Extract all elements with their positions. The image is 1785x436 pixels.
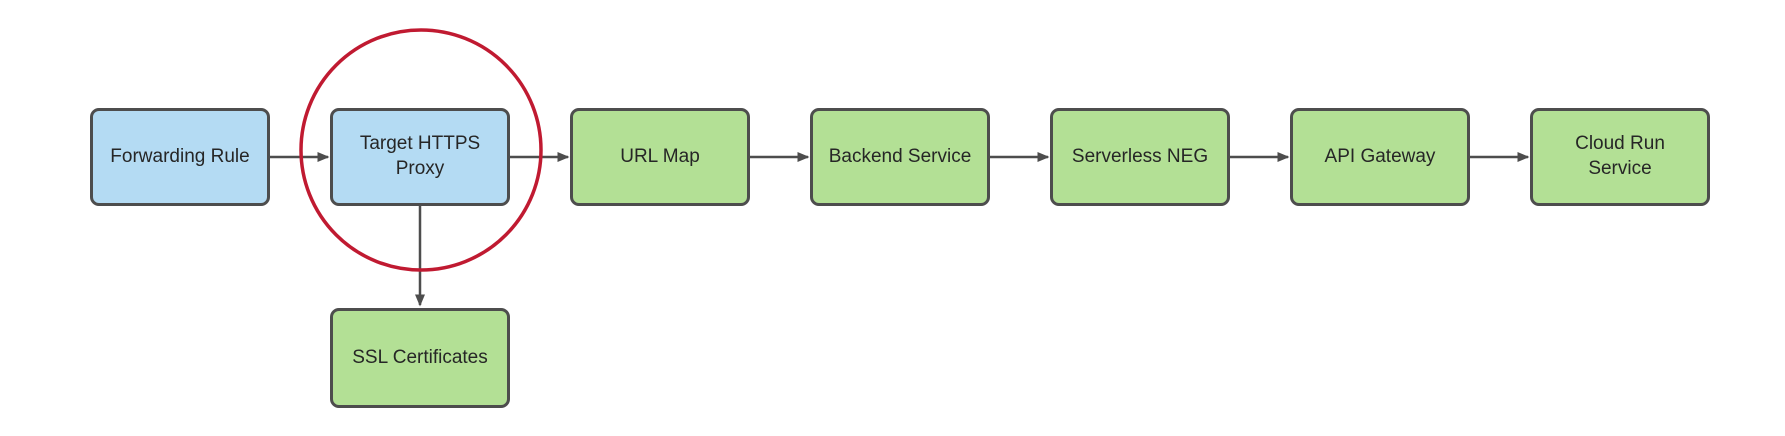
node-target-https-proxy: Target HTTPS Proxy [330, 108, 510, 206]
node-cloud-run-service-label: Cloud Run Service [1575, 133, 1665, 179]
node-ssl-certificates-label: SSL Certificates [352, 346, 488, 368]
node-serverless-neg: Serverless NEG [1050, 108, 1230, 206]
node-backend-service-label: Backend Service [828, 145, 972, 167]
node-forwarding-rule-label: Forwarding Rule [110, 145, 250, 167]
node-backend-service: Backend Service [810, 108, 990, 206]
node-api-gateway-label: API Gateway [1324, 145, 1436, 167]
node-url-map-label: URL Map [620, 145, 700, 167]
node-api-gateway: API Gateway [1290, 108, 1470, 206]
highlight-circle [299, 28, 543, 272]
node-url-map: URL Map [570, 108, 750, 206]
node-target-https-proxy-label: Target HTTPS Proxy [359, 133, 481, 179]
node-ssl-certificates: SSL Certificates [330, 308, 510, 408]
node-forwarding-rule: Forwarding Rule [90, 108, 270, 206]
node-serverless-neg-label: Serverless NEG [1071, 145, 1209, 167]
node-cloud-run-service: Cloud Run Service [1530, 108, 1710, 206]
